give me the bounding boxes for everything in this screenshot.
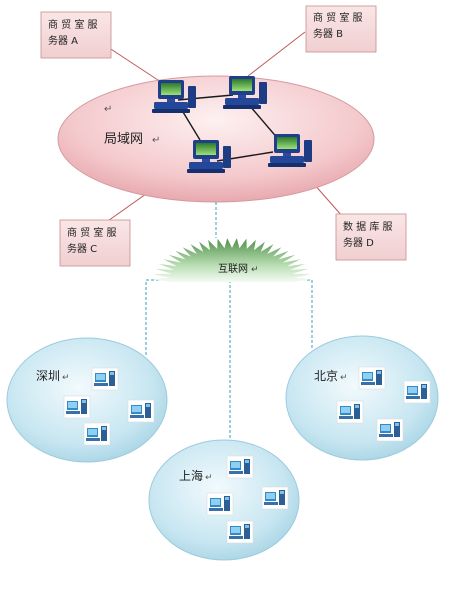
lan-label-mark: ↵ (152, 135, 160, 146)
site-shenzhen-mark: ↵ (62, 373, 70, 383)
callout-server-c: 商 贸 室 服 务器 C (59, 219, 131, 267)
beijing-pc-2-icon (403, 380, 431, 404)
beijing-pc-3-icon (336, 400, 364, 424)
site-shanghai-mark: ↵ (205, 473, 213, 483)
shenzhen-pc-2-icon (63, 395, 91, 419)
lan-label: 局域网 (104, 132, 143, 147)
shanghai-pc-2-icon (206, 492, 234, 516)
callout-c-line1: 商 贸 室 服 (67, 226, 117, 239)
beijing-pc-1-icon (358, 366, 386, 390)
site-beijing-label: 北京 (314, 369, 338, 383)
internet-label-mark: ↵ (251, 265, 259, 275)
callout-server-b: 商 贸 室 服 务器 B (305, 5, 377, 53)
callout-server-d: 数 据 库 服 务器 D (335, 213, 407, 261)
beijing-pc-4-icon (376, 418, 404, 442)
site-shenzhen-label: 深圳 (36, 369, 60, 383)
callout-server-a: 商 贸 室 服 务器 A (40, 11, 112, 59)
callout-b-line1: 商 贸 室 服 (313, 11, 363, 24)
callout-a-line2: 务器 A (48, 34, 78, 47)
shanghai-pc-1-icon (226, 455, 254, 479)
internet-burst (152, 238, 312, 282)
internet-label: 互联网 (218, 263, 248, 275)
callout-b-line2: 务器 B (313, 27, 343, 40)
callout-a-line1: 商 贸 室 服 (48, 18, 98, 31)
site-shanghai-label: 上海 (179, 468, 203, 483)
shanghai-pc-3-icon (261, 486, 289, 510)
shenzhen-pc-3-icon (127, 399, 155, 423)
lan-corner-mark: ↵ (104, 104, 112, 115)
callout-b-pointer (247, 31, 306, 77)
callout-d-line2: 务器 D (343, 236, 374, 249)
callout-d-line1: 数 据 库 服 (343, 220, 393, 233)
site-beijing-mark: ↵ (340, 373, 348, 383)
shenzhen-pc-4-icon (83, 422, 111, 446)
callout-c-line2: 务器 C (67, 242, 97, 255)
shenzhen-pc-1-icon (91, 367, 119, 391)
shanghai-pc-4-icon (226, 520, 254, 544)
